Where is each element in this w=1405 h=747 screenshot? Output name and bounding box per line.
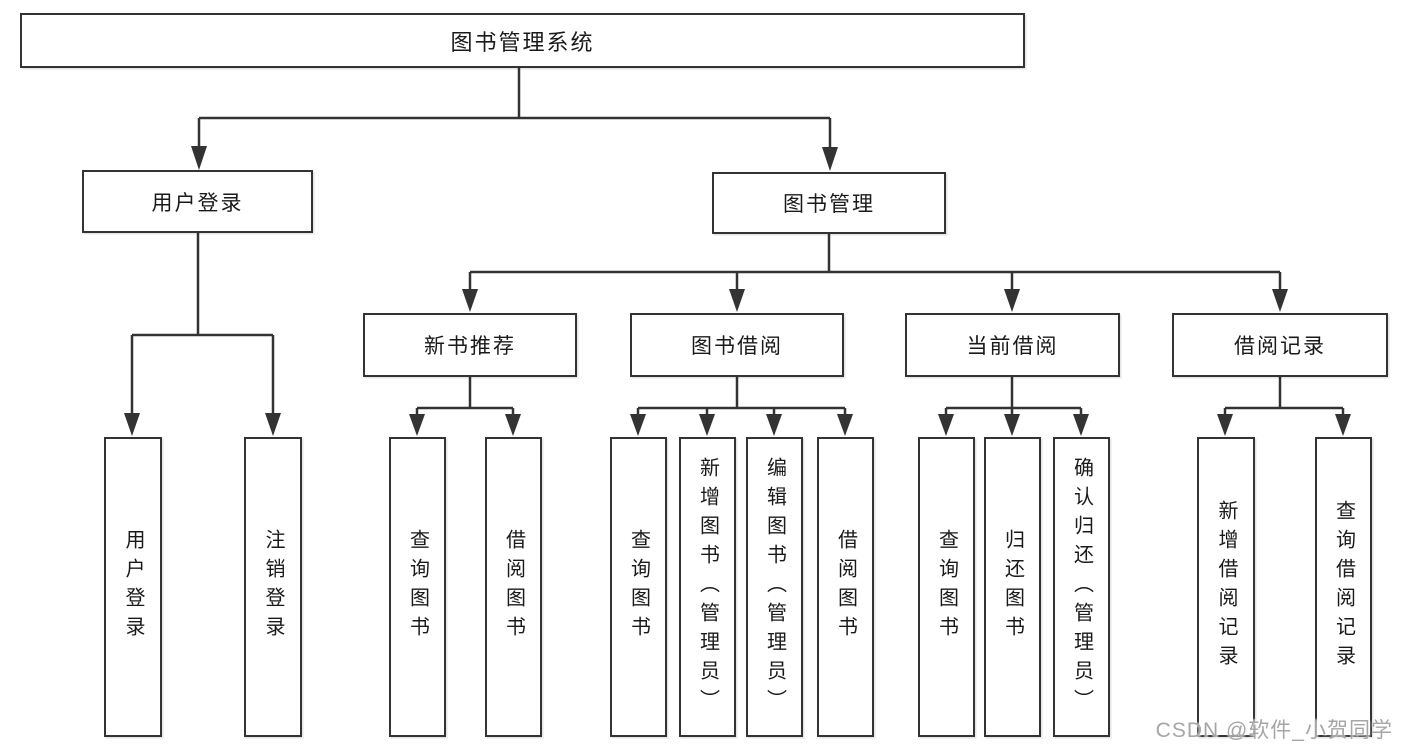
arrowhead-icon — [1004, 289, 1020, 312]
node-user-login: 用户登录 — [82, 170, 313, 233]
arrowhead-icon — [124, 413, 140, 436]
arrowhead-icon — [1335, 414, 1351, 436]
arrowhead-icon — [1272, 289, 1288, 312]
edge-user-login-children — [130, 233, 275, 413]
node-label: 注销登录 — [262, 529, 284, 645]
node-label: 查询图书 — [935, 529, 958, 645]
arrowhead-icon — [630, 414, 646, 436]
node-label: 查询图书 — [406, 529, 429, 645]
arrowhead-icon — [699, 414, 715, 436]
node-label: 用户登录 — [122, 529, 144, 645]
edge-new-book-recommend-children — [415, 377, 515, 416]
leaf-return-book: 归还图书 — [984, 437, 1041, 737]
arrowhead-icon — [505, 414, 521, 436]
edge-book-borrow-children — [636, 377, 847, 416]
leaf-edit-book-admin: 编辑图书（管理员） — [746, 437, 803, 737]
node-label: 新书推荐 — [424, 335, 516, 358]
node-borrow-records: 借阅记录 — [1172, 313, 1388, 377]
node-label: 确认归还（管理员） — [1070, 456, 1093, 718]
leaf-query-books-current: 查询图书 — [918, 437, 975, 737]
node-label: 新增图书（管理员） — [696, 456, 719, 718]
node-label: 新增借阅记录 — [1215, 500, 1237, 674]
arrowhead-icon — [938, 414, 954, 436]
node-new-book-recommend: 新书推荐 — [363, 313, 577, 377]
arrowhead-icon — [822, 147, 838, 171]
leaf-query-borrow-record: 查询借阅记录 — [1315, 437, 1372, 737]
leaf-add-book-admin: 新增图书（管理员） — [679, 437, 736, 737]
node-label: 当前借阅 — [966, 335, 1059, 358]
node-label: 借阅记录 — [1234, 335, 1326, 358]
node-label: 归还图书 — [1001, 529, 1024, 645]
leaf-borrow-books: 借阅图书 — [817, 437, 874, 737]
leaf-add-borrow-record: 新增借阅记录 — [1197, 437, 1255, 737]
node-label: 用户登录 — [151, 191, 244, 215]
leaf-logout: 注销登录 — [244, 437, 302, 737]
node-label: 图书借阅 — [691, 335, 783, 358]
arrowhead-icon — [462, 289, 478, 312]
arrowhead-icon — [729, 289, 745, 312]
node-label: 借阅图书 — [834, 529, 857, 645]
node-label: 查询图书 — [627, 529, 650, 645]
arrowhead-icon — [766, 414, 782, 436]
leaf-query-books-borrow: 查询图书 — [610, 437, 667, 737]
arrowhead-icon — [1073, 414, 1089, 436]
edge-current-borrow-children — [944, 377, 1083, 416]
node-current-borrow: 当前借阅 — [905, 313, 1120, 377]
node-book-borrow: 图书借阅 — [630, 313, 844, 377]
node-label: 查询借阅记录 — [1332, 500, 1355, 674]
node-label: 编辑图书（管理员） — [763, 456, 786, 718]
node-label: 图书管理系统 — [450, 29, 595, 55]
csdn-watermark: CSDN @软件_小贺同学 — [1155, 719, 1393, 742]
edge-borrow-records-children — [1223, 377, 1345, 416]
edge-root-to-level2 — [197, 68, 832, 151]
node-book-management: 图书管理 — [712, 172, 946, 234]
edge-book-management-children — [468, 234, 1282, 291]
arrowhead-icon — [837, 414, 853, 436]
leaf-borrow-books-recommend: 借阅图书 — [485, 437, 542, 737]
arrowhead-icon — [1004, 414, 1020, 436]
leaf-user-login: 用户登录 — [104, 437, 162, 737]
leaf-query-books-recommend: 查询图书 — [389, 437, 446, 737]
arrowhead-icon — [1217, 414, 1233, 436]
node-library-management-system: 图书管理系统 — [20, 13, 1025, 68]
node-label: 借阅图书 — [502, 529, 525, 645]
node-label: 图书管理 — [783, 193, 875, 216]
arrowhead-icon — [265, 413, 281, 436]
leaf-confirm-return-admin: 确认归还（管理员） — [1053, 437, 1110, 737]
arrowhead-icon — [191, 146, 207, 170]
arrowhead-icon — [409, 414, 425, 436]
